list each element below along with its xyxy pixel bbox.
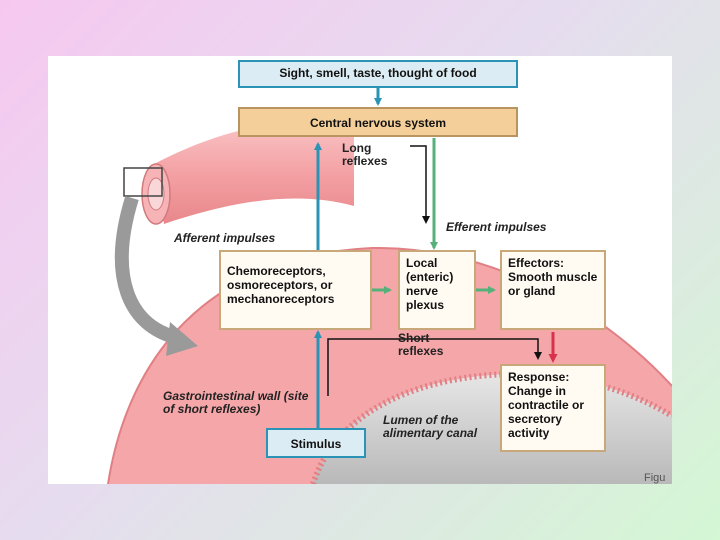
lumen-label: Lumen of the alimentary canal <box>383 413 478 440</box>
afferent-impulses-label: Afferent impulses <box>174 231 276 245</box>
long-reflexes-label: Long reflexes <box>342 141 388 168</box>
enteric-plexus-box: Local (enteric) nerve plexus <box>398 250 476 330</box>
efferent-impulses-label: Efferent impulses <box>446 220 547 234</box>
response-box: Response: Change in contractile or secre… <box>500 364 606 452</box>
diagram-slide: Sight, smell, taste, thought of food Cen… <box>48 56 672 484</box>
effectors-title: Effectors: <box>508 256 565 270</box>
cns-box: Central nervous system <box>238 107 518 137</box>
intestine-tube-illustration <box>123 123 354 225</box>
receptors-box: Chemoreceptors, osmoreceptors, or mechan… <box>219 250 372 330</box>
pathway-arrows <box>314 88 558 428</box>
effectors-body: Smooth muscle or gland <box>508 270 598 298</box>
effectors-box: Effectors: Smooth muscle or gland <box>500 250 606 330</box>
figure-label: Figu <box>644 472 666 484</box>
short-reflexes-label: Short reflexes <box>398 331 444 358</box>
sensory-input-box: Sight, smell, taste, thought of food <box>238 60 518 88</box>
response-title: Response: <box>508 370 570 384</box>
stimulus-box: Stimulus <box>266 428 366 458</box>
response-body: Change in contractile or secretory activ… <box>508 384 585 440</box>
gi-wall-label: Gastrointestinal wall (site of short ref… <box>163 389 309 416</box>
magnify-arrow <box>114 195 198 356</box>
